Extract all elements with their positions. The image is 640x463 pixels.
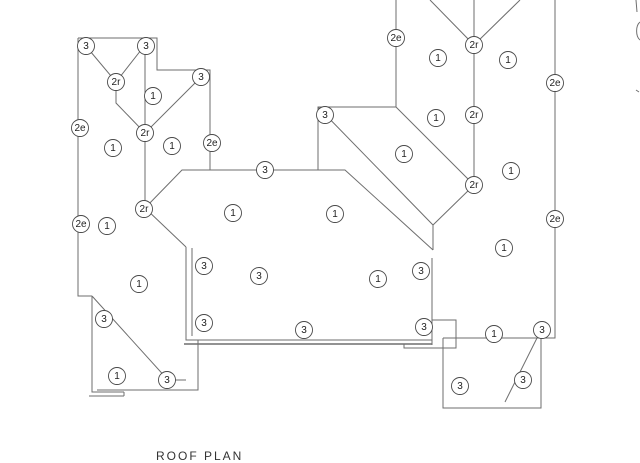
slope-marker: 2e [71,119,89,137]
slope-marker: 2r [465,106,483,124]
slope-marker: 3 [295,321,313,339]
slope-marker-label: 3 [418,266,424,277]
slope-marker: 3 [195,257,213,275]
slope-marker-label: 3 [262,165,268,176]
slope-marker: 2e [546,210,564,228]
slope-marker-label: 2r [141,128,151,139]
slope-marker: 1 [429,49,447,67]
roof-plan-title: ROOF PLAN [156,449,244,463]
slope-marker-label: 1 [136,279,142,290]
slope-marker-label: 3 [301,325,307,336]
slope-marker: 3 [195,314,213,332]
slope-marker-label: 1 [110,143,116,154]
slope-marker-label: 3 [198,72,204,83]
slope-marker: 3 [137,37,155,55]
slope-marker: 1 [495,239,513,257]
slope-marker-label: 2e [549,78,561,89]
slope-marker-label: 2r [112,77,122,88]
slope-marker: 1 [163,137,181,155]
slope-marker: 3 [451,377,469,395]
slope-marker: 3 [158,371,176,389]
slope-marker: 2r [465,176,483,194]
slope-marker-label: 3 [322,110,328,121]
slope-marker: 2r [136,124,154,142]
slope-marker: 3 [192,68,210,86]
slope-marker: 2r [135,200,153,218]
slope-marker-label: 2r [140,204,150,215]
slope-marker-label: 1 [230,208,236,219]
slope-marker: 3 [256,161,274,179]
slope-marker-label: 3 [539,325,545,336]
slope-marker: 1 [224,204,242,222]
slope-marker: 2e [72,215,90,233]
slope-marker-label: 3 [164,375,170,386]
slope-marker-label: 2e [549,214,561,225]
slope-marker: 1 [502,162,520,180]
slope-marker-label: 2e [206,138,218,149]
slope-marker: 3 [415,318,433,336]
slope-marker-label: 2e [390,33,402,44]
slope-marker-label: 3 [83,41,89,52]
slope-marker: 3 [412,262,430,280]
slope-marker-label: 1 [433,113,439,124]
slope-marker-label: 1 [114,371,120,382]
slope-marker: 1 [485,325,503,343]
slope-marker-label: 1 [104,221,110,232]
slope-marker-label: 2r [470,180,480,191]
slope-marker: 1 [369,270,387,288]
slope-marker-label: 2e [75,219,87,230]
slope-marker-label: 2e [74,123,86,134]
slope-marker-label: 1 [508,166,514,177]
slope-marker: 3 [95,310,113,328]
slope-marker: 1 [395,145,413,163]
slope-marker: 1 [144,87,162,105]
slope-marker-label: 3 [143,41,149,52]
roof-outline [77,0,640,409]
slope-marker: 2r [465,36,483,54]
slope-marker-label: 3 [201,261,207,272]
slope-marker: 1 [108,367,126,385]
slope-marker-label: 1 [491,329,497,340]
slope-marker: 3 [250,267,268,285]
slope-marker-label: 1 [505,55,511,66]
slope-marker: 1 [130,275,148,293]
slope-marker: 1 [499,51,517,69]
slope-marker: 3 [316,106,334,124]
slope-marker-label: 1 [401,149,407,160]
slope-marker-label: 1 [332,209,338,220]
slope-marker: 3 [514,371,532,389]
slope-marker-label: 3 [520,375,526,386]
slope-marker-label: 1 [150,91,156,102]
slope-marker: 2e [387,29,405,47]
slope-marker: 1 [104,139,122,157]
slope-marker-label: 3 [457,381,463,392]
slope-markers: 3 3 2r 3 1 2e 1 2r 1 2e 2r 2e 1 1 3 1 3 3 1 3 3 3 3 3 3 1 2e 1 2r 1 2e… [71,29,564,395]
slope-marker: 2e [546,74,564,92]
slope-marker: 3 [533,321,551,339]
slope-marker-label: 3 [101,314,107,325]
slope-marker: 1 [326,205,344,223]
slope-marker-label: 3 [256,271,262,282]
slope-marker-label: 2r [470,110,480,121]
slope-marker: 2r [107,73,125,91]
slope-marker-label: 1 [375,274,381,285]
slope-marker-label: 3 [201,318,207,329]
slope-marker-label: 2r [470,40,480,51]
slope-marker: 1 [98,217,116,235]
slope-marker-label: 3 [421,322,427,333]
slope-marker-label: 1 [435,53,441,64]
slope-marker: 3 [77,37,95,55]
slope-marker-label: 1 [169,141,175,152]
slope-marker: 1 [427,109,445,127]
slope-marker-label: 1 [501,243,507,254]
slope-marker: 2e [203,134,221,152]
